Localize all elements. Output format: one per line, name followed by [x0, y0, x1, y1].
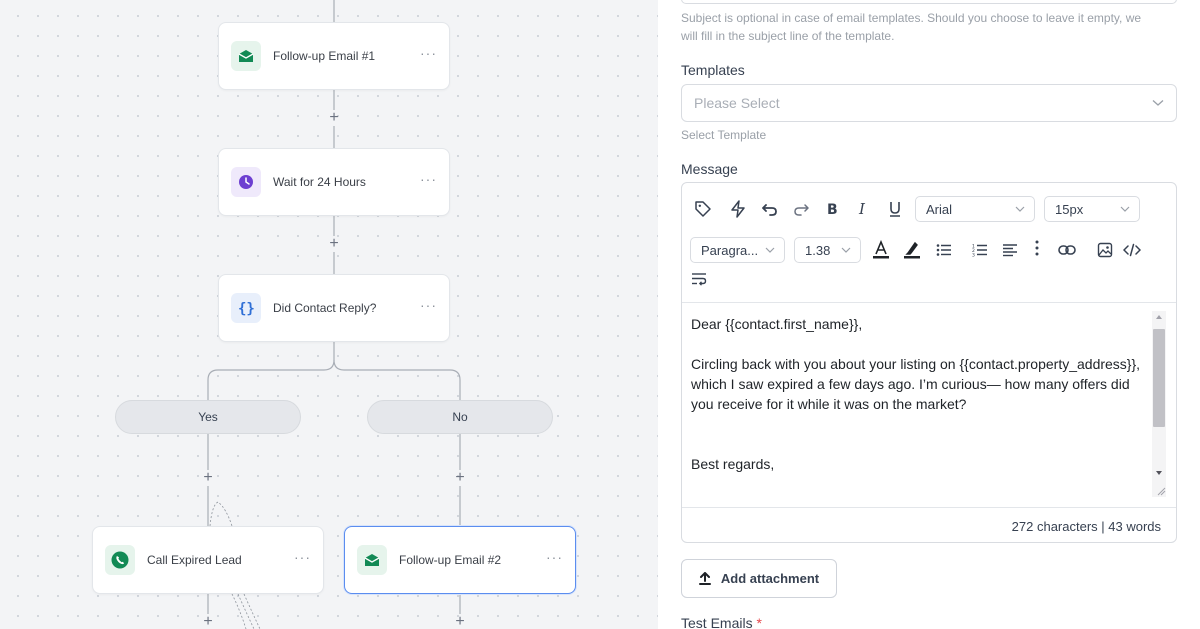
subject-help-line: will fill in the subject line of the tem…	[681, 29, 895, 43]
bullet-list-icon[interactable]	[933, 239, 955, 261]
subject-help-line: Subject is optional in case of email tem…	[681, 11, 1142, 25]
node-follow-up-email-2[interactable]: Follow-up Email #2 ···	[344, 526, 576, 594]
chevron-down-icon	[1015, 206, 1025, 212]
node-label: Did Contact Reply?	[273, 301, 377, 315]
message-body[interactable]: Dear {{contact.first_name}}, Circling ba…	[682, 304, 1176, 507]
font-size-value: 15px	[1055, 201, 1084, 217]
message-greeting: Dear {{contact.first_name}},	[691, 316, 863, 332]
node-label: Call Expired Lead	[147, 553, 242, 567]
email-icon	[231, 41, 261, 71]
braces-icon: {}	[231, 293, 261, 323]
add-step-plus-icon[interactable]: +	[455, 613, 465, 629]
chevron-down-icon	[1120, 206, 1130, 212]
align-left-icon[interactable]	[999, 239, 1021, 261]
svg-text:I: I	[858, 201, 866, 217]
phone-icon	[105, 545, 135, 575]
node-label: Follow-up Email #1	[273, 49, 376, 63]
code-view-icon[interactable]	[1121, 239, 1143, 261]
chevron-down-icon	[1152, 100, 1164, 106]
redo-icon[interactable]	[790, 198, 812, 220]
svg-text:1: 1	[972, 244, 975, 250]
node-call-expired-lead[interactable]: Call Expired Lead ···	[92, 526, 324, 594]
line-height-select[interactable]: 1.38	[794, 237, 861, 263]
undo-icon[interactable]	[759, 198, 781, 220]
branch-yes-label: Yes	[198, 410, 218, 424]
svg-text:2: 2	[972, 248, 975, 254]
message-scrollbar[interactable]	[1152, 311, 1166, 497]
connector-lines	[207, 0, 461, 629]
highlight-color-icon[interactable]	[901, 239, 923, 261]
node-wait-24-hours[interactable]: Wait for 24 Hours ···	[218, 148, 450, 216]
image-icon[interactable]	[1094, 239, 1116, 261]
message-closing: Best regards,	[691, 456, 775, 472]
node-follow-up-email-1[interactable]: Follow-up Email #1 ···	[218, 22, 450, 90]
lightning-icon[interactable]	[727, 198, 749, 220]
node-menu-icon[interactable]: ···	[294, 549, 311, 565]
test-emails-text: Test Emails	[681, 615, 753, 629]
email-icon	[357, 545, 387, 575]
font-family-value: Arial	[926, 201, 953, 217]
text-color-icon[interactable]	[870, 239, 892, 261]
font-family-select[interactable]: Arial	[915, 196, 1035, 222]
counter-text: 272 characters | 43 words	[1011, 518, 1161, 534]
branch-no[interactable]: No	[367, 400, 553, 434]
upload-icon	[698, 572, 711, 585]
subject-input[interactable]	[681, 0, 1177, 4]
clear-formatting-icon[interactable]	[688, 268, 710, 290]
add-attachment-label: Add attachment	[720, 571, 820, 586]
more-vertical-icon[interactable]	[1026, 237, 1048, 259]
paragraph-style-value: Paragra...	[701, 242, 759, 258]
templates-select[interactable]: Please Select	[681, 84, 1177, 122]
clock-icon	[231, 167, 261, 197]
line-height-value: 1.38	[805, 242, 831, 258]
bold-icon[interactable]: B	[822, 198, 844, 220]
workflow-canvas[interactable]: Follow-up Email #1 ··· + Wait for 24 Hou…	[0, 0, 658, 629]
font-size-select[interactable]: 15px	[1044, 196, 1140, 222]
templates-placeholder: Please Select	[694, 95, 780, 111]
add-step-plus-icon[interactable]: +	[455, 469, 465, 486]
underline-icon[interactable]	[884, 198, 906, 220]
templates-help-text: Select Template	[681, 128, 767, 142]
chevron-down-icon	[765, 247, 775, 253]
branch-yes[interactable]: Yes	[115, 400, 301, 434]
node-label: Wait for 24 Hours	[273, 175, 366, 189]
add-attachment-button[interactable]: Add attachment	[681, 559, 837, 598]
node-menu-icon[interactable]: ···	[420, 171, 437, 187]
templates-label: Templates	[681, 62, 745, 78]
branch-no-label: No	[452, 410, 468, 424]
character-word-counter: 272 characters | 43 words	[682, 507, 1176, 542]
tag-icon[interactable]	[692, 198, 714, 220]
editor-toolbar: B I Arial 15px Paragra... 1.38	[682, 183, 1176, 303]
svg-text:3: 3	[972, 253, 975, 258]
node-menu-icon[interactable]: ···	[420, 297, 437, 313]
add-step-plus-icon[interactable]: +	[203, 469, 213, 486]
node-did-contact-reply[interactable]: {} Did Contact Reply? ···	[218, 274, 450, 342]
message-label: Message	[681, 161, 738, 177]
message-editor[interactable]: B I Arial 15px Paragra... 1.38	[681, 182, 1177, 543]
chevron-down-icon	[841, 247, 851, 253]
subject-help-text: Subject is optional in case of email tem…	[681, 9, 1141, 45]
test-emails-label: Test Emails *	[681, 615, 762, 629]
action-settings-panel: Subject is optional in case of email tem…	[658, 0, 1200, 629]
node-label: Follow-up Email #2	[399, 553, 502, 567]
svg-text:B: B	[827, 202, 838, 217]
add-step-plus-icon[interactable]: +	[203, 613, 213, 629]
required-mark: *	[756, 615, 762, 629]
add-step-plus-icon[interactable]: +	[329, 109, 339, 126]
svg-text:{}: {}	[238, 301, 255, 316]
message-paragraph: Circling back with you about your listin…	[691, 356, 1141, 412]
paragraph-style-select[interactable]: Paragra...	[690, 237, 785, 263]
italic-icon[interactable]: I	[853, 198, 875, 220]
node-menu-icon[interactable]: ···	[420, 45, 437, 61]
node-menu-icon[interactable]: ···	[546, 549, 563, 565]
add-step-plus-icon[interactable]: +	[329, 235, 339, 252]
link-icon[interactable]	[1056, 239, 1078, 261]
